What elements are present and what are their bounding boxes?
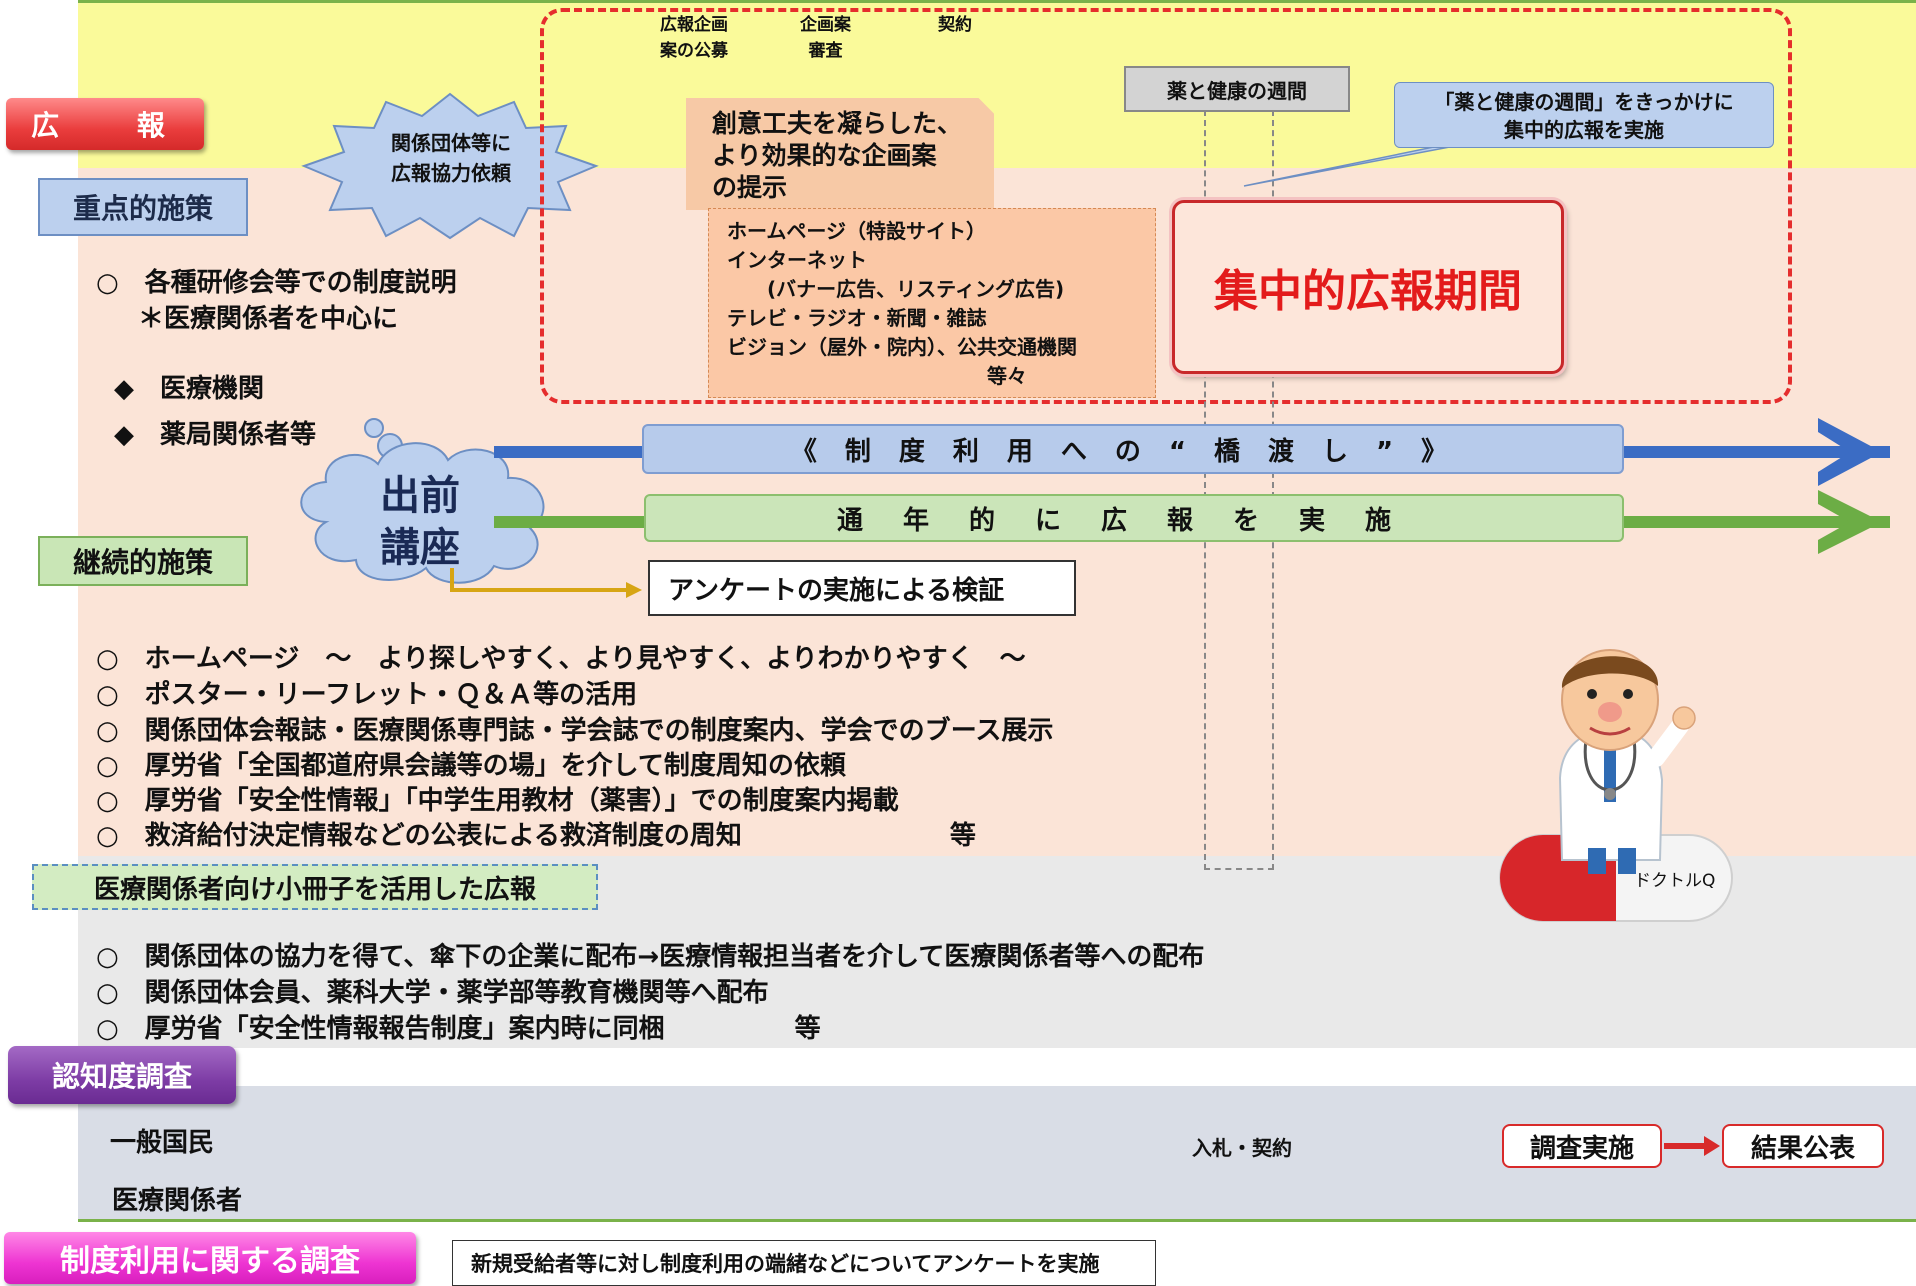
booklet-item: ○ 厚労省「安全性情報報告制度」案内時に同梱 等: [96, 1014, 821, 1044]
focus-item-training-sub: ＊医療関係者を中心に: [138, 304, 399, 334]
focus-period-box: 集中的広報期間: [1172, 200, 1564, 374]
week-guide-lines: [1204, 110, 1274, 870]
request-burst-shape: [301, 92, 599, 240]
booklet-pr-label: 医療関係者向け小冊子を活用した広報: [32, 864, 598, 910]
media-item: ビジョン（屋外・院内）、公共交通機関: [727, 335, 1077, 359]
timeline-review: 企画案 審査: [800, 15, 851, 61]
bridge-bar: 《制度利用への“橋渡し”》: [642, 424, 1624, 474]
continuous-item: ○ 救済給付決定情報などの公表による救済制度の周知 等: [96, 821, 976, 851]
media-list-box: ホームページ（特設サイト） インターネット (バナー広告、リスティング広告) テ…: [708, 208, 1156, 398]
verify-box: アンケートの実施による検証: [648, 560, 1076, 616]
survey-flow-arrow: [1664, 1136, 1720, 1156]
focus-measures-label: 重点的施策: [38, 178, 248, 236]
mascot-name: ドクトルQ: [1634, 871, 1716, 891]
usage-survey-label: 制度利用に関する調査: [4, 1232, 416, 1284]
timeline-contract: 契約: [938, 15, 972, 35]
survey-bid-label: 入札・契約: [1192, 1136, 1292, 1160]
continuous-item: ○ 関係団体会報誌・医療関係専門誌・学会誌での制度案内、学会でのブース展示: [96, 716, 1054, 746]
media-item: テレビ・ラジオ・新聞・雑誌: [727, 306, 987, 330]
continuous-measures-label: 継続的施策: [38, 536, 248, 586]
media-item: ホームページ（特設サイト）: [727, 219, 986, 243]
survey-public-label: 一般国民: [110, 1128, 215, 1158]
focus-item-pharmacy: ◆ 薬局関係者等: [114, 420, 316, 450]
proposal-box: 創意工夫を凝らした、 より効果的な企画案 の提示: [686, 98, 994, 210]
awareness-survey-label: 認知度調査: [8, 1046, 236, 1104]
booklet-item: ○ 関係団体会員、薬科大学・薬学部等教育機関等へ配布: [96, 978, 769, 1008]
week-note-callout: 「薬と健康の週間」をきっかけに 集中的広報を実施: [1394, 82, 1774, 148]
media-item: インターネット: [727, 248, 867, 272]
focus-item-training: ○ 各種研修会等での制度説明: [96, 268, 457, 298]
continuous-item: ○ 厚労省「全国都道府県会議等の場」を介して制度周知の依頼: [96, 751, 846, 781]
focus-item-medical: ◆ 医療機関: [114, 374, 264, 404]
survey-publish-box: 結果公表: [1722, 1124, 1884, 1168]
continuous-item: ○ 厚労省「安全性情報」「中学生用教材（薬害）」での制度案内掲載: [96, 786, 899, 816]
continuous-item: ○ ポスター・リーフレット・Ｑ＆Ａ等の活用: [96, 680, 638, 710]
health-week-label: 薬と健康の週間: [1124, 66, 1350, 112]
doctor-mascot-illustration: [1499, 649, 1733, 922]
request-burst-text: 関係団体等に 広報協力依頼: [391, 131, 511, 185]
timeline-public-call: 広報企画 案の公募: [660, 15, 728, 61]
lecture-cloud-text: 出前 講座: [380, 473, 460, 571]
lecture-cloud-shape: [300, 418, 545, 584]
media-item: (バナー広告、リスティング広告): [727, 277, 1065, 301]
campaign-frame: [540, 8, 1792, 404]
usage-survey-note: 新規受給者等に対し制度利用の端緒などについてアンケートを実施: [452, 1240, 1156, 1286]
media-item: 等々: [727, 364, 1027, 388]
survey-conduct-box: 調査実施: [1502, 1124, 1662, 1168]
survey-medical-label: 医療関係者: [112, 1186, 243, 1216]
booklet-item: ○ 関係団体の協力を得て、傘下の企業に配布→医療情報担当者を介して医療関係者等へ…: [96, 942, 1205, 972]
continuous-item: ○ ホームページ ～ より探しやすく、より見やすく、よりわかりやすく ～: [96, 644, 1026, 674]
verify-connector: [450, 568, 642, 598]
pr-section-label: 広 報: [6, 98, 204, 150]
yearly-bar: 通年的に広報を実施: [644, 494, 1624, 542]
